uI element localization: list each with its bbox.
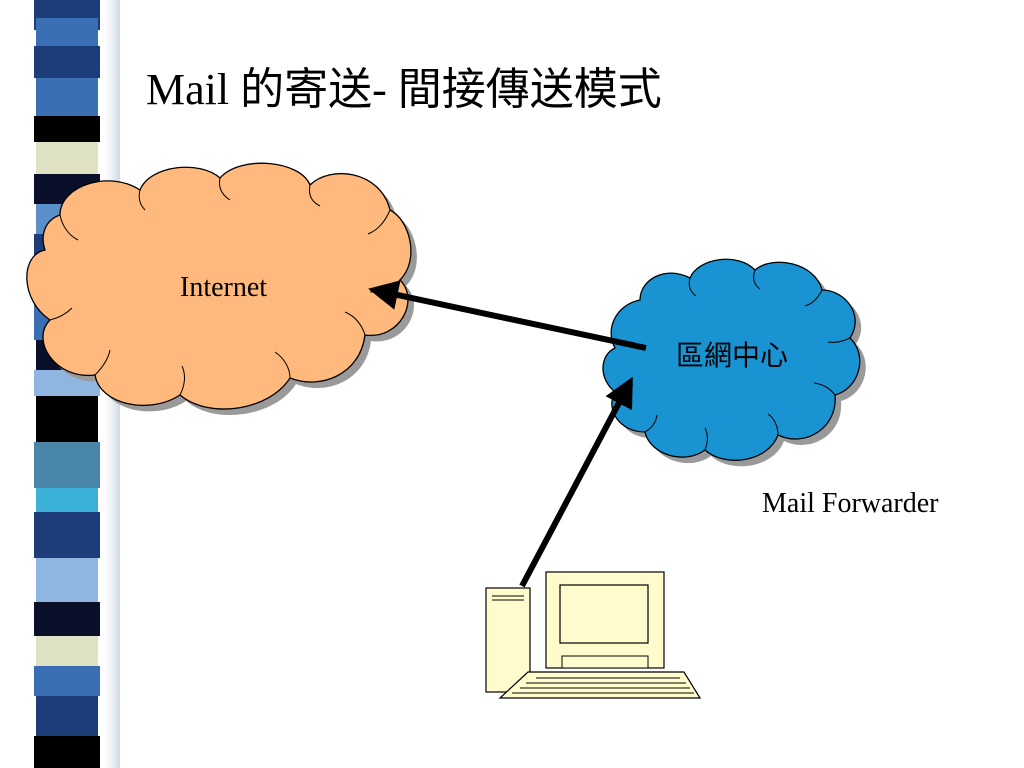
internet-cloud-label: Internet [180, 272, 268, 303]
center-cloud-label: 區網中心 [676, 341, 789, 372]
slide-title: Mail 的寄送- 間接傳送模式 [146, 65, 662, 114]
desktop-computer-icon [485, 571, 702, 699]
internet-cloud [26, 162, 417, 416]
arrow-center-to-internet [368, 280, 647, 351]
mail-forwarder-caption: Mail Forwarder [762, 488, 939, 519]
arrow-computer-to-center [519, 376, 633, 588]
decorative-side-strip [34, 0, 120, 768]
center-cloud [602, 258, 866, 467]
